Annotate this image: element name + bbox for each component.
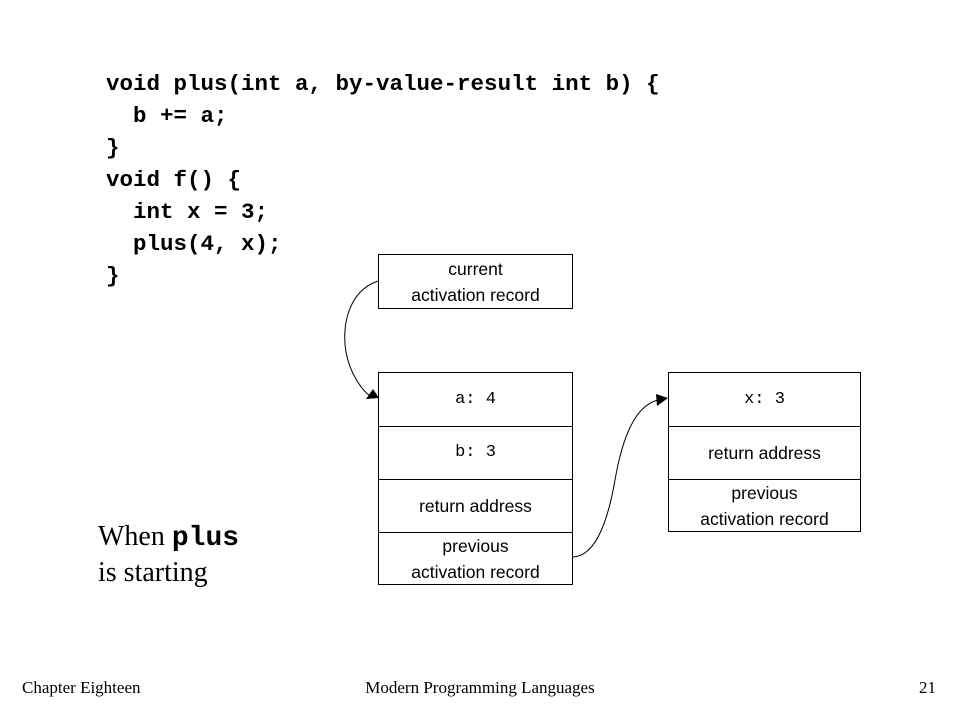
f-previous-label-line2: activation record: [700, 508, 829, 529]
plus-activation-record: a: 4 b: 3 return address previous activa…: [378, 372, 573, 585]
previous-activation-record-cell: previous activation record: [379, 532, 572, 584]
footer-chapter: Chapter Eighteen: [22, 678, 141, 697]
return-address-label: return address: [419, 496, 532, 516]
current-label-line1: current: [448, 258, 503, 279]
f-return-address-cell: return address: [669, 426, 860, 479]
f-previous-activation-record-cell: previous activation record: [669, 479, 860, 531]
code-line: }: [106, 263, 120, 289]
f-previous-label-line1: previous: [731, 482, 798, 503]
code-listing: void plus(int a, by-value-result int b) …: [106, 68, 660, 292]
f-activation-record: x: 3 return address previous activation …: [668, 372, 861, 532]
param-b-cell: b: 3: [379, 426, 572, 479]
return-address-cell: return address: [379, 479, 572, 532]
previous-label-line1: previous: [442, 535, 509, 556]
previous-label-line2: activation record: [411, 561, 540, 582]
param-a-value: a: 4: [455, 389, 496, 409]
current-label-line2: activation record: [411, 284, 540, 305]
code-line: void plus(int a, by-value-result int b) …: [106, 71, 660, 97]
caption-keyword: plus: [171, 523, 240, 554]
current-pointer-arrowhead: [366, 389, 379, 399]
footer-page-number: 21: [919, 678, 936, 697]
var-x-cell: x: 3: [669, 373, 860, 426]
current-pointer-arrow: [344, 280, 379, 397]
caption-prefix: When: [98, 521, 172, 552]
current-activation-record-box: current activation record: [378, 254, 573, 309]
code-line: }: [106, 135, 120, 161]
caption-line2: is starting: [98, 557, 208, 588]
current-activation-record-label: current activation record: [379, 255, 572, 308]
f-return-address-label: return address: [708, 443, 821, 463]
param-a-cell: a: 4: [379, 373, 572, 426]
code-line: void f() {: [106, 167, 242, 193]
caption: When plus is starting: [98, 520, 239, 590]
param-b-value: b: 3: [455, 443, 496, 462]
code-line: int x = 3;: [106, 199, 269, 225]
var-x-value: x: 3: [744, 389, 785, 409]
dynamic-link-arrow: [572, 399, 659, 558]
code-line: plus(4, x);: [106, 231, 282, 257]
code-line: b += a;: [106, 103, 228, 129]
footer-book-title: Modern Programming Languages: [365, 678, 595, 697]
dynamic-link-arrowhead: [656, 394, 668, 406]
